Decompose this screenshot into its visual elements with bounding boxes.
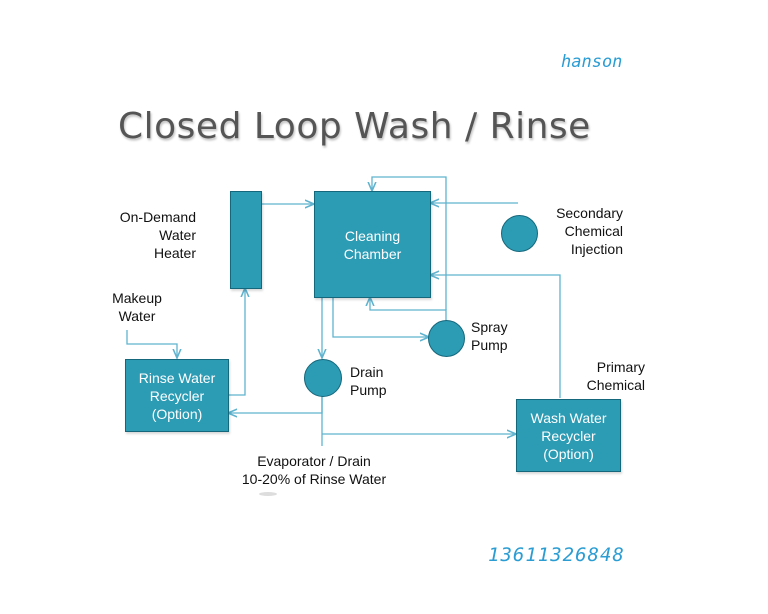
wash-water-recycler-label: Wash Water Recycler (Option)	[530, 409, 607, 462]
brand-watermark: hanson	[561, 52, 623, 72]
secondary-chemical-tank	[501, 215, 538, 252]
rinse-water-recycler-label: Rinse Water Recycler (Option)	[138, 369, 216, 422]
flow-makeup-to-rinse	[126, 330, 177, 358]
drain-pump	[304, 359, 342, 397]
makeup-water-label: Makeup Water	[112, 290, 162, 324]
phone-number: 13611326848	[488, 544, 625, 566]
spray-pump	[428, 320, 465, 357]
water-heater	[230, 191, 262, 289]
flow-chamber-to-spray	[332, 297, 429, 337]
primary-chemical-label: Primary Chemical	[586, 359, 645, 393]
flow-wash-to-chamber	[430, 275, 561, 398]
diagram-title: Closed Loop Wash / Rinse	[118, 106, 591, 147]
secondary-chemical-label: Secondary Chemical Injection	[556, 205, 623, 257]
flow-spray-to-chamber	[370, 297, 447, 321]
evaporator-label: Evaporator / Drain 10-20% of Rinse Water	[241, 453, 387, 487]
cleaning-chamber-label: Cleaning Chamber	[343, 227, 402, 262]
spray-pump-label: Spray Pump	[471, 319, 508, 353]
wash-water-recycler: Wash Water Recycler (Option)	[516, 399, 621, 472]
rinse-water-recycler: Rinse Water Recycler (Option)	[125, 359, 229, 432]
evaporator-dot	[259, 492, 277, 496]
flow-rinse-to-heater	[228, 288, 245, 396]
cleaning-chamber: Cleaning Chamber	[314, 191, 431, 298]
flow-top-loop	[372, 176, 447, 310]
flow-drain-to-rinse	[228, 396, 323, 413]
heater-label: On-Demand Water Heater	[119, 209, 196, 261]
drain-pump-label: Drain Pump	[350, 364, 387, 398]
